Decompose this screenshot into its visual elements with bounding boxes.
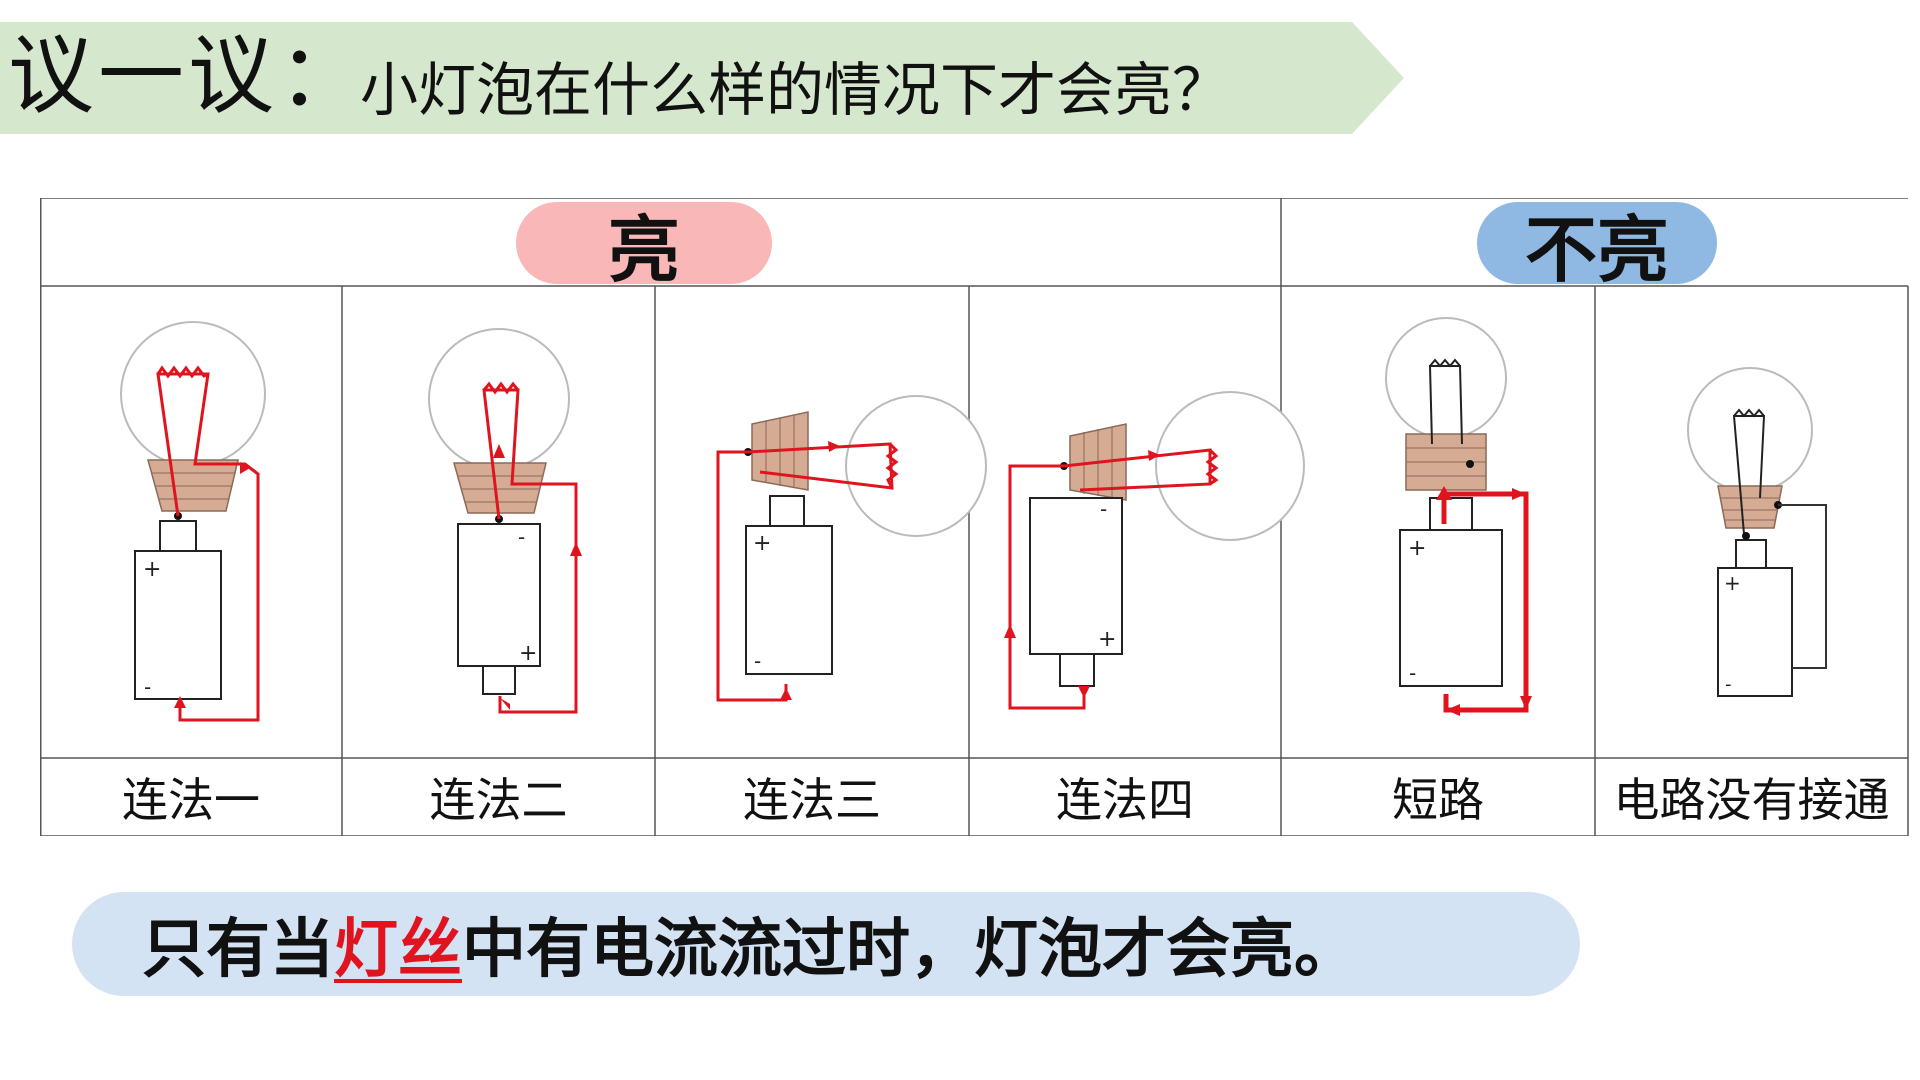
conclusion-prefix: 只有当 (142, 913, 334, 987)
caption-open-circuit: 电路没有接通 (1613, 773, 1890, 827)
svg-text:+: + (143, 557, 161, 582)
svg-text:+: + (753, 531, 771, 556)
svg-text:+: + (1724, 571, 1741, 595)
svg-text:-: - (518, 525, 525, 549)
svg-text:+: + (1408, 536, 1426, 561)
diagram-open-circuit: + - (1687, 367, 1827, 697)
svg-text:-: - (1725, 674, 1732, 695)
caption-method-1: 连法一 (122, 773, 260, 827)
diagram-method-4: - + (1004, 391, 1305, 710)
diagram-method-3: + - (716, 395, 987, 702)
conclusion-text: 只有当灯丝中有电流流过时，灯泡才会亮。 (142, 898, 1358, 990)
svg-text:-: - (1409, 661, 1416, 685)
svg-text:-: - (1100, 497, 1107, 521)
diagram-short-circuit: + - (1385, 317, 1532, 716)
svg-text:-: - (754, 649, 761, 673)
svg-text:+: + (519, 641, 537, 666)
caption-method-3: 连法三 (743, 773, 881, 827)
conclusion-banner: 只有当灯丝中有电流流过时，灯泡才会亮。 (72, 892, 1580, 996)
title-banner: 议一议： 小灯泡在什么样的情况下才会亮？ (0, 0, 1920, 140)
diagram-method-1: + - (120, 321, 266, 722)
diagram-method-2: - + (428, 328, 582, 714)
table-grid: + - - + (40, 198, 1909, 836)
conclusion-highlight: 灯丝 (334, 913, 462, 987)
caption-short-circuit: 短路 (1392, 773, 1484, 827)
connection-table: + - - + (40, 198, 1910, 836)
caption-method-4: 连法四 (1056, 773, 1194, 827)
title-question: 小灯泡在什么样的情况下才会亮？ (360, 56, 1231, 124)
unlit-group-label: 不亮 (1477, 202, 1717, 292)
caption-method-2: 连法二 (429, 773, 568, 827)
title-label: 议一议： (8, 26, 368, 126)
svg-text:+: + (1098, 627, 1116, 652)
svg-text:-: - (144, 675, 151, 699)
banner-arrow-shape (0, 22, 1404, 134)
lit-group-label: 亮 (516, 202, 772, 292)
conclusion-suffix: 中有电流流过时，灯泡才会亮。 (462, 913, 1358, 987)
